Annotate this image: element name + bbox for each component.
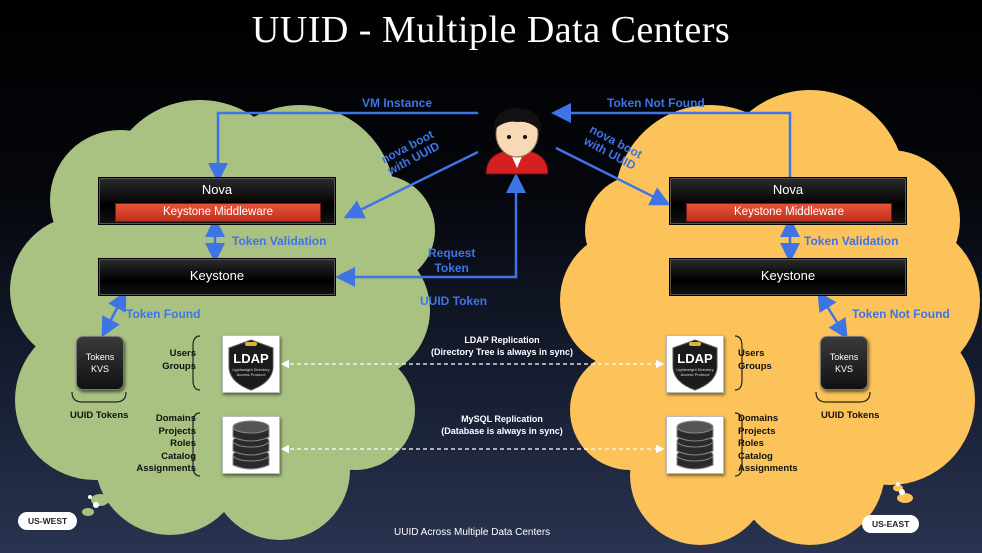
west-ldap-logo: LDAP Lightweight Directory Access Protoc… — [222, 335, 280, 393]
east-sql-bracket — [734, 412, 743, 477]
east-ldap-logo: LDAP Lightweight Directory Access Protoc… — [666, 335, 724, 393]
token-found-label: Token Found — [126, 307, 201, 321]
east-keystone-box: Keystone — [670, 259, 906, 295]
nova-boot-east-arrow — [555, 146, 671, 206]
token-not-found-top-label: Token Not Found — [607, 96, 705, 110]
east-uuid-tokens-label: UUID Tokens — [821, 410, 880, 421]
uuid-token-label: UUID Token — [420, 294, 488, 308]
west-nova-label: Nova — [201, 182, 233, 197]
page-title: UUID - Multiple Data Centers — [251, 9, 731, 51]
token-found-arrow — [101, 290, 127, 338]
east-ldap-sub: Lightweight Directory Access Protocol — [676, 367, 714, 377]
token-not-found-east-arrow — [817, 290, 848, 340]
west-uuid-tokens-label: UUID Tokens — [70, 410, 129, 421]
west-sql-items: Domains Projects Roles Catalog Assignmen… — [136, 413, 196, 474]
us-west-callout: US-WEST — [18, 512, 78, 530]
east-ldap-items: Users Groups — [738, 348, 772, 372]
west-ldap-sub: Lightweight Directory Access Protocol — [232, 367, 270, 377]
west-sql-bracket — [192, 412, 201, 477]
east-ldap-word: LDAP — [677, 351, 713, 366]
us-east-callout: US-EAST — [862, 515, 920, 533]
ldap-shield-icon — [672, 339, 718, 391]
west-keystone-label: Keystone — [189, 268, 245, 283]
west-ldap-word: LDAP — [233, 351, 269, 366]
east-nova-label: Nova — [772, 182, 804, 197]
east-database-icon — [666, 416, 724, 474]
request-token-arrow — [335, 173, 526, 287]
east-keystone-label: Keystone — [760, 268, 816, 283]
east-keystone-middleware: Keystone Middleware — [686, 203, 892, 222]
west-database-icon — [222, 416, 280, 474]
west-ldap-items: Users Groups — [162, 348, 196, 372]
ldap-shield-icon — [228, 339, 274, 391]
west-keystone-middleware: Keystone Middleware — [115, 203, 321, 222]
west-kvs-label: Tokens KVS — [85, 352, 115, 374]
east-sql-items: Domains Projects Roles Catalog Assignmen… — [738, 413, 798, 474]
vm-instance-arrow — [208, 111, 478, 183]
token-not-found-east-label: Token Not Found — [852, 307, 950, 321]
user-avatar-icon — [485, 108, 549, 175]
west-kvs-bracket — [71, 391, 127, 403]
east-ldap-bracket — [734, 335, 743, 391]
west-tokens-kvs: Tokens KVS — [76, 336, 124, 390]
request-token-label: Request Token — [428, 246, 476, 275]
token-not-found-top-arrow — [551, 103, 792, 178]
east-kvs-bracket — [815, 391, 871, 403]
west-token-validation-label: Token Validation — [232, 234, 327, 248]
east-tokens-kvs: Tokens KVS — [820, 336, 868, 390]
west-keystone-box: Keystone — [99, 259, 335, 295]
mysql-replication-label: MySQL Replication (Database is always in… — [441, 414, 563, 436]
east-token-validation-label: Token Validation — [804, 234, 899, 248]
ldap-replication-label: LDAP Replication (Directory Tree is alwa… — [430, 335, 574, 357]
east-kvs-label: Tokens KVS — [829, 352, 859, 374]
vm-instance-label: VM Instance — [362, 96, 433, 110]
west-ldap-bracket — [192, 335, 201, 391]
footer-caption: UUID Across Multiple Data Centers — [394, 527, 551, 538]
